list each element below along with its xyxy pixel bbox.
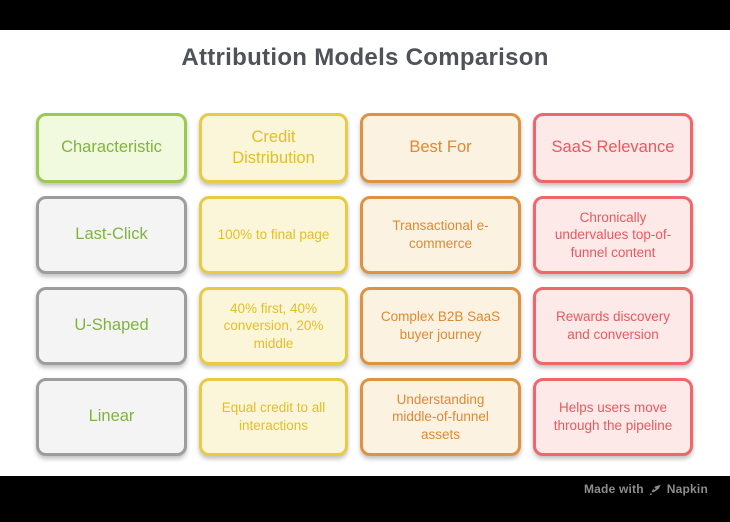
- cell-last-click-credit: 100% to final page: [199, 196, 348, 274]
- cell-linear-relevance: Helps users move through the pipeline: [533, 378, 693, 456]
- header-cell-saas-relevance: SaaS Relevance: [533, 113, 693, 183]
- cell-u-shaped-best-for: Complex B2B SaaS buyer journey: [360, 287, 521, 365]
- page-title: Attribution Models Comparison: [181, 44, 549, 71]
- header-cell-credit-distribution: Credit Distribution: [199, 113, 348, 183]
- cell-u-shaped-name: U-Shaped: [36, 287, 187, 365]
- credit-prefix-label: Made with: [583, 482, 644, 496]
- header-cell-best-for: Best For: [360, 113, 521, 183]
- top-frame-bar: [0, 0, 730, 30]
- comparison-table: Characteristic Credit Distribution Best …: [36, 113, 693, 456]
- cell-last-click-relevance: Chronically undervalues top-of-funnel co…: [533, 196, 693, 274]
- cell-linear-best-for: Understanding middle-of-funnel assets: [360, 378, 521, 456]
- cell-linear-credit: Equal credit to all interactions: [199, 378, 348, 456]
- cell-last-click-best-for: Transactional e-commerce: [360, 196, 521, 274]
- bottom-frame-bar: Made with Napkin: [0, 476, 730, 522]
- credit-brand-label: Napkin: [666, 482, 708, 496]
- cell-last-click-name: Last-Click: [36, 196, 187, 274]
- header-cell-characteristic: Characteristic: [36, 113, 187, 183]
- napkin-credit: Made with Napkin: [584, 482, 708, 496]
- cell-u-shaped-credit: 40% first, 40% conversion, 20% middle: [199, 287, 348, 365]
- cell-linear-name: Linear: [36, 378, 187, 456]
- cell-u-shaped-relevance: Rewards discovery and conversion: [533, 287, 693, 365]
- pen-nib-icon: [649, 483, 662, 496]
